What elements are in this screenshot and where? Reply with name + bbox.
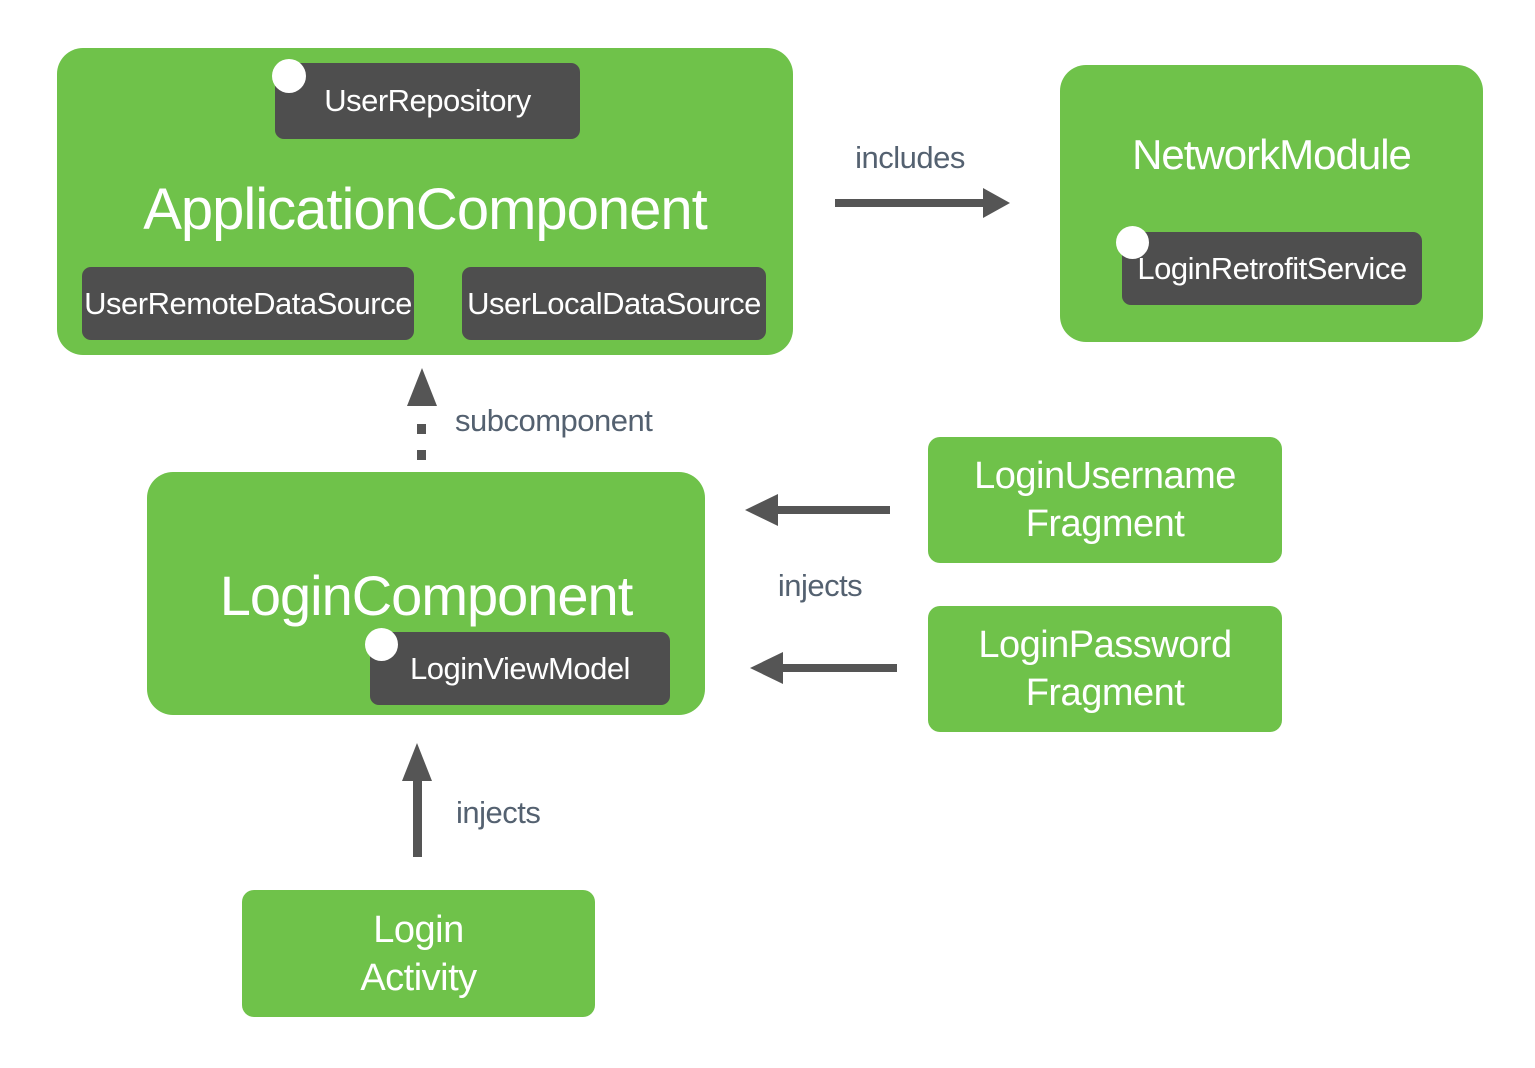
includes-edge-label: includes bbox=[855, 140, 965, 175]
injects-arrow-password-head-icon bbox=[750, 652, 783, 684]
subcomponent-arrow-head-icon bbox=[407, 368, 437, 406]
includes-arrow-head-icon bbox=[983, 188, 1010, 218]
login-username-fragment-line1: LoginUsername bbox=[974, 455, 1236, 497]
injects-arrow-password-shaft bbox=[781, 664, 897, 672]
user-local-datasource-label: UserLocalDataSource bbox=[467, 285, 761, 321]
user-remote-datasource-label: UserRemoteDataSource bbox=[84, 285, 412, 321]
includes-arrow-shaft bbox=[835, 199, 983, 207]
provision-dot-login-retrofit-service bbox=[1116, 226, 1149, 259]
injects-arrow-username-shaft bbox=[776, 506, 890, 514]
injects-arrow-username-head-icon bbox=[745, 494, 778, 526]
login-retrofit-service-badge: LoginRetrofitService bbox=[1122, 232, 1422, 305]
injects-activity-edge-label: injects bbox=[456, 795, 541, 830]
user-repository-label: UserRepository bbox=[324, 83, 531, 118]
subcomponent-arrow-dash bbox=[417, 450, 426, 460]
login-activity-line2: Activity bbox=[360, 956, 477, 999]
login-activity-box: Login Activity bbox=[242, 890, 595, 1017]
provision-dot-user-repository bbox=[272, 59, 306, 93]
injects-arrow-activity-head-icon bbox=[402, 743, 432, 781]
login-view-model-badge: LoginViewModel bbox=[370, 632, 670, 705]
injects-fragments-edge-label: injects bbox=[777, 568, 863, 603]
provision-dot-login-view-model bbox=[365, 628, 398, 661]
user-remote-datasource-badge: UserRemoteDataSource bbox=[82, 267, 414, 340]
application-component-title: ApplicationComponent bbox=[143, 177, 708, 242]
login-component-title: LoginComponent bbox=[219, 564, 634, 627]
login-username-fragment-line2: Fragment bbox=[1025, 503, 1185, 545]
login-retrofit-service-label: LoginRetrofitService bbox=[1137, 250, 1407, 286]
network-module-title: NetworkModule bbox=[1132, 131, 1412, 178]
login-activity-line1: Login bbox=[373, 908, 464, 951]
login-password-fragment-line2: Fragment bbox=[1025, 672, 1185, 714]
user-repository-badge: UserRepository bbox=[275, 63, 580, 139]
user-local-datasource-badge: UserLocalDataSource bbox=[462, 267, 766, 340]
injects-arrow-activity-shaft bbox=[413, 779, 422, 857]
subcomponent-edge-label: subcomponent bbox=[455, 403, 653, 438]
subcomponent-arrow-dash bbox=[417, 424, 426, 434]
login-view-model-label: LoginViewModel bbox=[410, 650, 630, 686]
login-password-fragment-box: LoginPassword Fragment bbox=[928, 606, 1282, 732]
login-username-fragment-box: LoginUsername Fragment bbox=[928, 437, 1282, 563]
login-password-fragment-line1: LoginPassword bbox=[978, 624, 1232, 666]
